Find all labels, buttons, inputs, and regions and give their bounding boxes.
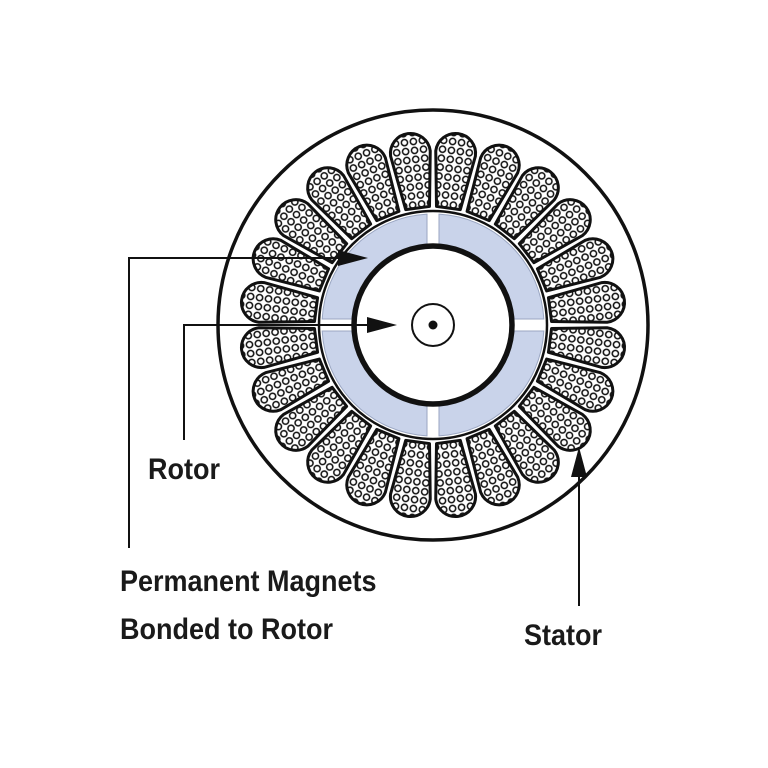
stator-slot (465, 143, 521, 223)
stator-arrowhead (571, 447, 587, 477)
magnets-label-line-2: Bonded to Rotor (120, 613, 333, 646)
stator-slot (434, 438, 478, 519)
stator-slot (388, 131, 432, 212)
stator-slot (274, 198, 349, 265)
shaft-center (428, 320, 438, 330)
stator-slot (388, 438, 432, 519)
stator-slot (274, 385, 349, 452)
stator-label: Stator (524, 619, 603, 652)
stator-slot (546, 280, 627, 324)
stator-slot (546, 326, 627, 370)
stator-slot (434, 131, 478, 212)
rotor-arrowhead (367, 317, 397, 333)
permanent-magnets (321, 213, 545, 437)
stator-slot (345, 427, 401, 507)
magnets-arrowhead (338, 250, 368, 266)
stator-slot (517, 198, 592, 265)
stator-slot (465, 427, 521, 507)
stator-slot (517, 385, 592, 452)
magnets-leader-line (128, 257, 338, 548)
stator-slot (306, 409, 373, 484)
stator-slot (306, 166, 373, 241)
stator-slot (251, 357, 331, 413)
stator-slot (345, 143, 401, 223)
stator-slot (251, 237, 331, 293)
stator-slot (239, 326, 320, 370)
magnets-label-line-1: Permanent Magnets (120, 565, 377, 598)
rotor-label: Rotor (148, 453, 220, 486)
stator-slot (493, 166, 560, 241)
rotor-leader-line (183, 324, 367, 440)
stator-slot (535, 357, 615, 413)
stator-slot (535, 237, 615, 293)
stator-slot (493, 409, 560, 484)
stator-slots (239, 131, 627, 519)
stator-slot (239, 280, 320, 324)
